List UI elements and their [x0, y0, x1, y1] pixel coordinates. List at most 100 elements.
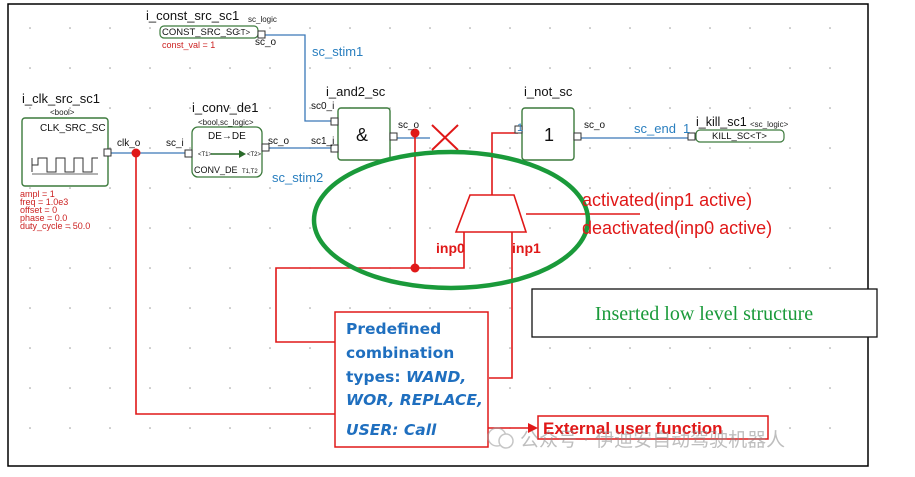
grid-dot — [429, 27, 431, 29]
grid-dot — [309, 347, 311, 349]
grid-dot — [549, 67, 551, 69]
predefined-line-2: combination — [346, 344, 454, 362]
grid-dot — [149, 387, 151, 389]
grid-dot — [469, 267, 471, 269]
wire-red-inp1 — [489, 232, 513, 379]
const-src-block[interactable]: i_const_src_sc1 sc_logic CONST_SRC_SC <T… — [146, 8, 277, 50]
predefined-line-5: USER: Call — [346, 421, 437, 439]
grid-dot — [69, 67, 71, 69]
conv-block[interactable]: i_conv_de1 <bool,sc_logic> DE→DE <T1> <T… — [166, 100, 290, 178]
const-src-label: CONST_SRC_SC — [162, 27, 239, 38]
grid-dot — [149, 427, 151, 429]
grid-dot — [669, 187, 671, 189]
grid-dot — [789, 387, 791, 389]
grid-dot — [109, 27, 111, 29]
grid-dot — [349, 67, 351, 69]
grid-dot — [509, 147, 511, 149]
grid-dot — [149, 67, 151, 69]
conv-in-port-label: sc_i — [166, 138, 184, 149]
wire-red-clk-down — [135, 153, 335, 415]
predefined-types: types: — [346, 368, 406, 386]
conv-label: DE→DE — [208, 131, 246, 142]
grid-dot — [429, 147, 431, 149]
grid-dot — [269, 107, 271, 109]
predefined-line-1: Predefined — [346, 320, 441, 338]
grid-dot — [629, 27, 631, 29]
grid-dot — [709, 187, 711, 189]
kill-block[interactable]: i_kill_sc1 <sc_logic> KILL_SC<T> — [687, 115, 789, 143]
grid-dot — [789, 427, 791, 429]
and-gate-block[interactable]: i_and2_sc & sc0_i sc1_i sc_o — [311, 84, 420, 161]
grid-dot — [309, 427, 311, 429]
grid-dot — [269, 67, 271, 69]
clk-param-offset: offset = 0 — [20, 205, 57, 215]
clk-src-instance-label: i_clk_src_sc1 — [22, 91, 100, 106]
grid-dot — [789, 147, 791, 149]
grid-dot — [509, 107, 511, 109]
grid-dot — [589, 67, 591, 69]
grid-dot — [229, 67, 231, 69]
grid-dot — [669, 267, 671, 269]
cross-2 — [431, 124, 459, 151]
and-in0-port — [330, 117, 339, 126]
grid-dot — [269, 347, 271, 349]
grid-dot — [429, 107, 431, 109]
predefined-text: Predefined combination types: WAND, WOR,… — [346, 320, 483, 439]
conv-in-port-box — [184, 149, 193, 158]
conv-out-tag: <T2> — [247, 152, 262, 158]
grid-dot — [389, 307, 391, 309]
grid-dot — [629, 267, 631, 269]
grid-dot — [349, 27, 351, 29]
grid-dot — [429, 227, 431, 229]
clk-param-phase: phase = 0.0 — [20, 213, 67, 223]
grid-dot — [189, 387, 191, 389]
grid-dot — [749, 107, 751, 109]
clk-src-block[interactable]: i_clk_src_sc1 <bool> CLK_SRC_SC clk_o am… — [20, 91, 141, 231]
grid-dot — [189, 187, 191, 189]
grid-dot — [749, 27, 751, 29]
conv-label2: CONV_DE — [194, 165, 238, 175]
grid-dot — [789, 267, 791, 269]
grid-dot — [29, 187, 31, 189]
grid-dot — [829, 67, 831, 69]
grid-dot — [589, 187, 591, 189]
grid-dot — [469, 147, 471, 149]
grid-dot — [189, 427, 191, 429]
grid-dot — [589, 267, 591, 269]
grid-dot — [109, 147, 111, 149]
grid-dot — [309, 27, 311, 29]
grid-dot — [549, 187, 551, 189]
signal-end-suffix: 1 — [683, 121, 690, 136]
grid-dot — [189, 107, 191, 109]
kill-instance-label: i_kill_sc1 — [696, 115, 747, 129]
grid-dot — [669, 227, 671, 229]
const-src-param: const_val = 1 — [162, 40, 215, 50]
grid-dot — [749, 67, 751, 69]
junction-and-out — [410, 128, 420, 138]
junction-clk — [131, 148, 141, 158]
wires — [111, 34, 688, 429]
grid-dot — [549, 27, 551, 29]
not-instance-label: i_not_sc — [524, 84, 573, 99]
grid-dot — [109, 387, 111, 389]
predefined-wand: WAND, — [406, 368, 466, 386]
grid-dot — [509, 67, 511, 69]
grid-dot — [149, 147, 151, 149]
grid-dot — [189, 67, 191, 69]
grid-dot — [229, 187, 231, 189]
grid-dot — [309, 307, 311, 309]
grid-dot — [69, 27, 71, 29]
wire-red-mux-to-not — [491, 132, 518, 195]
grid-dot — [709, 267, 711, 269]
mux-trapezoid — [454, 194, 528, 233]
grid-dot — [29, 307, 31, 309]
grid-dot — [829, 107, 831, 109]
grid-dot — [69, 227, 71, 229]
grid-dot — [269, 427, 271, 429]
grid-dot — [229, 347, 231, 349]
grid-dot — [709, 387, 711, 389]
grid-dot — [469, 307, 471, 309]
grid-dot — [829, 347, 831, 349]
not-gate-block[interactable]: i_not_sc 1 1 sc_o — [514, 84, 606, 161]
and-out-port — [389, 132, 398, 141]
